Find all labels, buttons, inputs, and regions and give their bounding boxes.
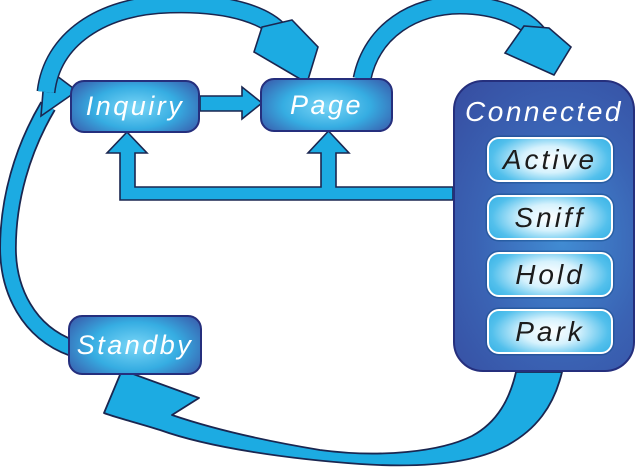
- arrow-standby-to-page-body: [38, 0, 287, 94]
- state-page: Page: [260, 78, 393, 132]
- arrow-page-to-connected-head: [503, 25, 573, 77]
- substate-active: Active: [487, 137, 613, 182]
- state-connected: Connected Active Sniff Hold Park: [453, 80, 635, 372]
- arrow-standby-to-page-head: [253, 19, 319, 85]
- arrow-connected-to-standby: [103, 369, 563, 467]
- arrow-page-to-connected-body: [354, 0, 545, 81]
- substate-sniff-label: Sniff: [514, 201, 586, 233]
- substate-park: Park: [487, 309, 613, 354]
- arrow-connected-to-inquiry-page: [105, 129, 454, 201]
- arrow-standby-to-inquiry-tail: [0, 101, 76, 357]
- substate-active-label: Active: [502, 143, 598, 175]
- arrow-inquiry-to-page: [199, 85, 264, 121]
- state-standby: Standby: [68, 315, 202, 375]
- state-page-label: Page: [289, 89, 364, 120]
- state-connected-label: Connected: [465, 96, 623, 127]
- substate-hold: Hold: [487, 252, 613, 297]
- substate-park-label: Park: [515, 315, 585, 347]
- substate-hold-label: Hold: [515, 258, 585, 290]
- state-inquiry: Inquiry: [70, 80, 200, 133]
- state-standby-label: Standby: [76, 329, 194, 360]
- arrow-standby-to-inquiry-body: [0, 102, 75, 355]
- state-inquiry-label: Inquiry: [85, 91, 185, 121]
- substate-sniff: Sniff: [487, 195, 613, 240]
